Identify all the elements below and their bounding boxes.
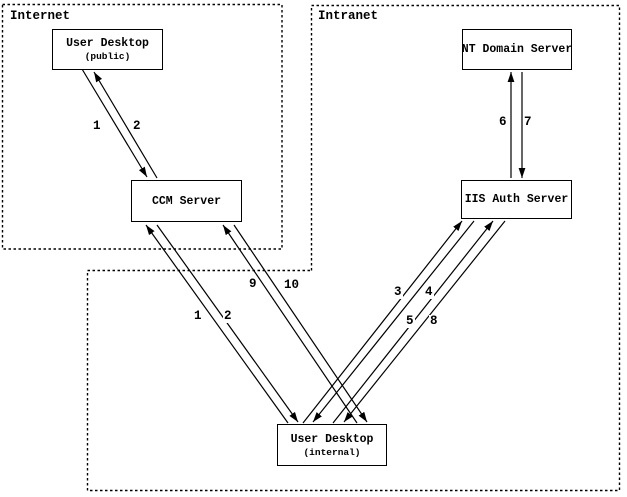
- edge-line-4-iis-to-internal: [312, 220, 475, 423]
- edge-label-step: 5: [405, 314, 415, 328]
- edge-line-1-internal-to-ccm: [145, 224, 289, 424]
- node-iis-auth-server: IIS Auth Server: [461, 180, 572, 219]
- node-nt-domain-server: NT Domain Server: [462, 29, 572, 70]
- edge-label-step: 2: [223, 309, 233, 323]
- edge-label-step: 4: [424, 285, 434, 299]
- node-title: User Desktop: [66, 37, 149, 50]
- edge-label-step: 7: [523, 115, 533, 129]
- node-title: User Desktop: [290, 432, 374, 446]
- edge-line-1-public-to-ccm: [81, 68, 148, 178]
- edge-label-step: 1: [92, 119, 102, 133]
- edge-line-2-ccm-to-public: [93, 71, 158, 179]
- node-subtitle: (public): [84, 51, 131, 62]
- intranet-zone-label: Intranet: [318, 9, 379, 23]
- edge-label-step: 10: [283, 278, 301, 292]
- internet-zone-border: [1, 3, 283, 250]
- edge-line-8-iis-to-internal: [343, 220, 506, 423]
- node-title: IIS Auth Server: [464, 193, 569, 206]
- node-title: CCM Server: [151, 194, 221, 208]
- internet-zone-label: Internet: [10, 9, 71, 23]
- node-user-desktop-public: User Desktop (public): [52, 29, 163, 70]
- node-ccm-server: CCM Server: [131, 180, 242, 222]
- edge-label-step: 2: [132, 119, 142, 133]
- node-subtitle: (internal): [303, 446, 361, 458]
- edge-label-step: 1: [193, 309, 203, 323]
- edge-line-9-internal-to-ccm: [222, 224, 358, 424]
- node-user-desktop-internal: User Desktop (internal): [277, 424, 387, 466]
- edge-line-3-internal-to-iis: [302, 220, 463, 424]
- edge-label-step: 3: [393, 285, 403, 299]
- edge-line-2-ccm-to-internal: [156, 224, 299, 423]
- edge-label-step: 9: [248, 277, 258, 291]
- intranet-zone-border: [86, 4, 621, 492]
- edge-label-step: 8: [429, 314, 439, 328]
- node-title: NT Domain Server: [461, 43, 573, 56]
- edge-label-step: 6: [498, 115, 508, 129]
- edge-line-10-ccm-to-internal: [233, 224, 368, 423]
